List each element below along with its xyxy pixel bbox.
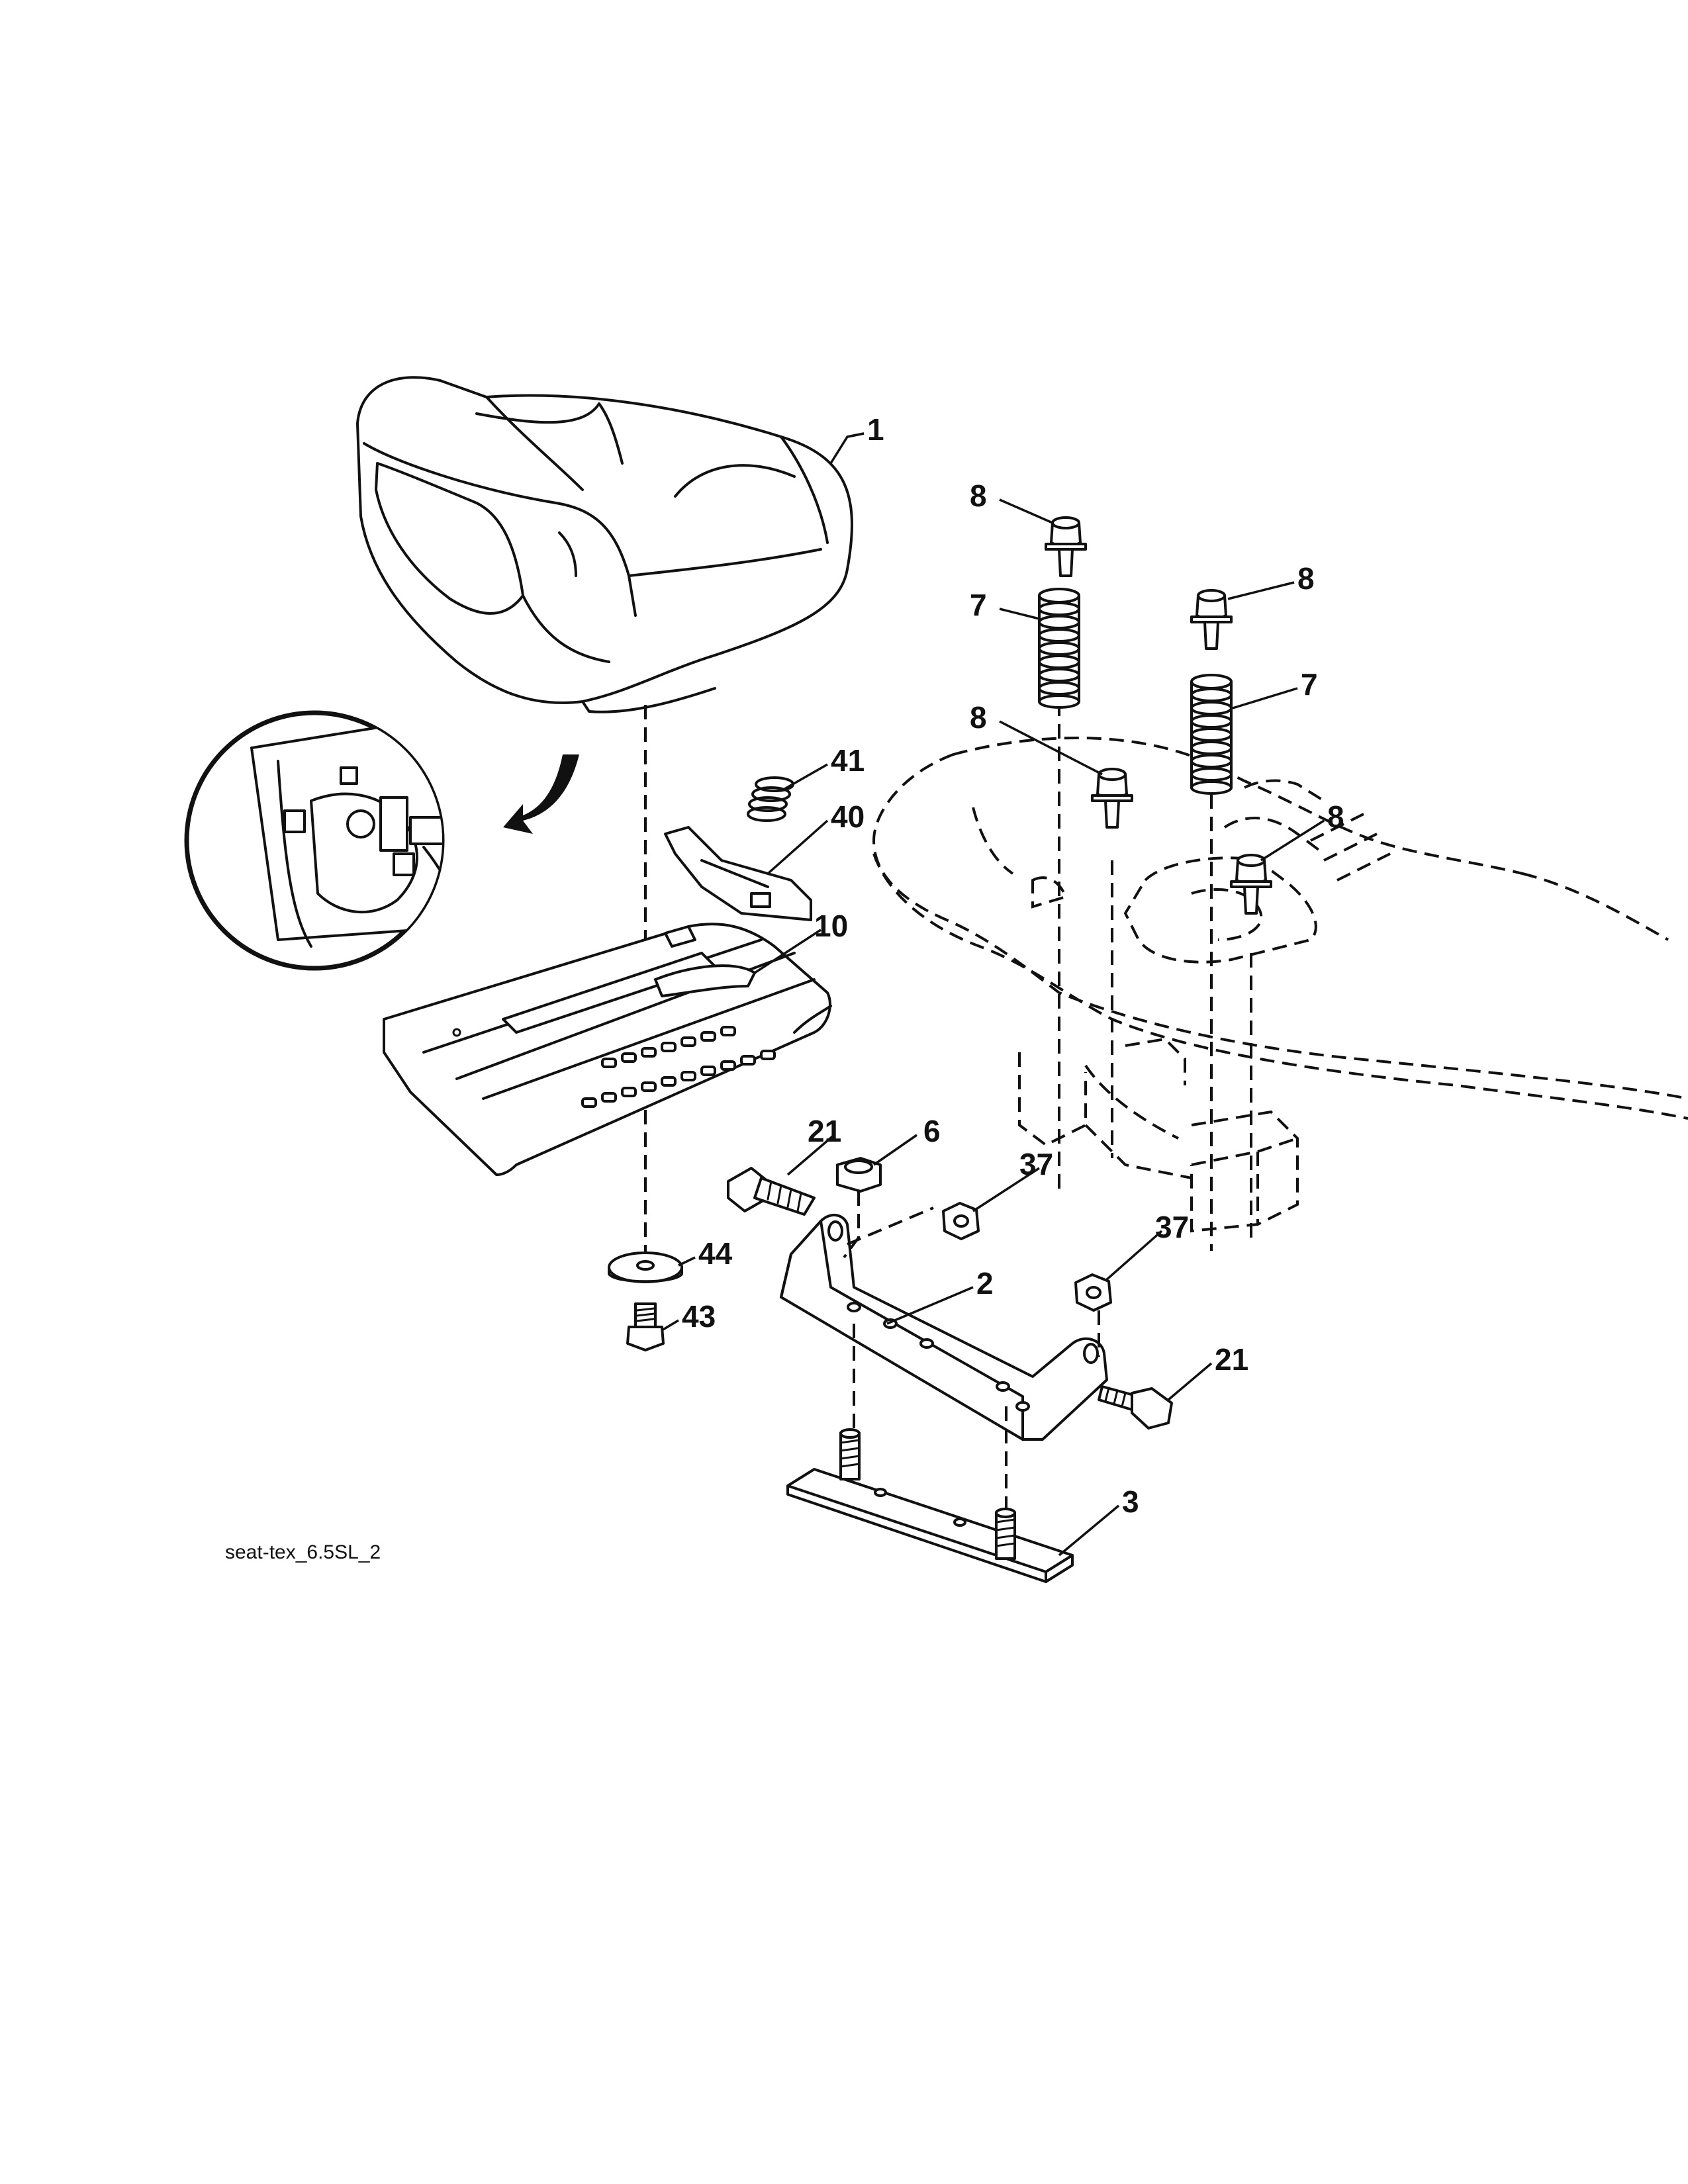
washer-44 bbox=[608, 1251, 683, 1283]
bolt-21-right bbox=[1098, 1385, 1173, 1430]
callout-7-left: 7 bbox=[970, 588, 987, 622]
callout-21-left: 21 bbox=[808, 1114, 841, 1148]
bolt-8-top-right bbox=[1190, 589, 1233, 650]
bolt-8-mid-left bbox=[1091, 768, 1133, 829]
callout-37-bottom: 37 bbox=[1155, 1210, 1189, 1244]
callout-7-right: 7 bbox=[1301, 667, 1318, 702]
small-spring bbox=[747, 776, 794, 822]
nut-37-top bbox=[942, 1202, 980, 1240]
detail-view bbox=[184, 710, 445, 971]
callout-8-mid-left: 8 bbox=[970, 700, 987, 735]
callout-1: 1 bbox=[867, 412, 884, 447]
callout-10: 10 bbox=[814, 909, 848, 943]
bolt-43 bbox=[626, 1302, 665, 1351]
diagram-caption: seat-tex_6.5SL_2 bbox=[225, 1541, 381, 1563]
spring-7-right bbox=[1190, 674, 1233, 795]
guide-dash-1 bbox=[843, 1191, 860, 1259]
callout-41: 41 bbox=[831, 743, 865, 778]
bolt-8-mid-right bbox=[1230, 854, 1272, 915]
seat-pan bbox=[383, 923, 832, 1176]
spring-7-left bbox=[1038, 588, 1080, 709]
leader-lines bbox=[661, 432, 1325, 1557]
callout-21-right: 21 bbox=[1215, 1342, 1248, 1377]
bolt-8-top-left bbox=[1045, 516, 1087, 577]
callout-44: 44 bbox=[698, 1236, 733, 1271]
mounting-plate bbox=[786, 1428, 1074, 1583]
bolt-21-left bbox=[727, 1167, 816, 1216]
callout-8-mid-right: 8 bbox=[1327, 799, 1344, 834]
callout-6: 6 bbox=[923, 1114, 941, 1148]
callout-3: 3 bbox=[1122, 1484, 1139, 1519]
guide-dash-2 bbox=[847, 1206, 934, 1246]
pan-slots bbox=[581, 1026, 776, 1108]
nut-37-bottom bbox=[1074, 1273, 1112, 1312]
seat-switch-clip bbox=[664, 826, 812, 921]
callout-40: 40 bbox=[831, 799, 865, 834]
callout-37-top: 37 bbox=[1019, 1147, 1053, 1181]
fender-outline bbox=[872, 737, 1688, 1233]
callout-2: 2 bbox=[976, 1266, 994, 1300]
detail-arrow-icon bbox=[503, 754, 579, 834]
seat bbox=[356, 376, 853, 713]
callout-8-top-left: 8 bbox=[970, 478, 987, 513]
nut-6 bbox=[836, 1157, 882, 1193]
callout-43: 43 bbox=[682, 1299, 716, 1334]
callout-8-top-right: 8 bbox=[1297, 561, 1315, 596]
seat-bracket bbox=[780, 1214, 1108, 1441]
